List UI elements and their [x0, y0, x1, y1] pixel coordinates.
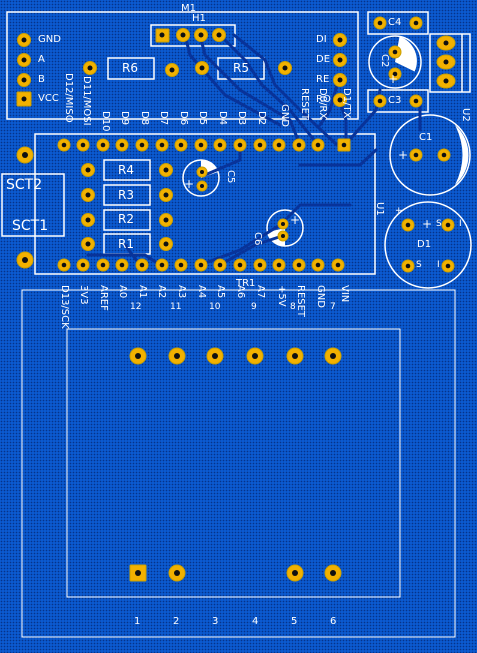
pin-label-reset-bottom: RESET — [295, 285, 306, 318]
d1-label: D1 — [417, 239, 432, 250]
transformer-outer — [21, 289, 456, 638]
pin-label-gnd-bottom: GND — [315, 285, 326, 308]
c3-body — [367, 89, 429, 113]
sct2-label: SCT2 — [6, 177, 43, 193]
pin-label-d12: D12/MISO — [63, 73, 74, 123]
pin-label-vin: VIN — [339, 285, 350, 303]
pin-label-d7: D7 — [158, 111, 169, 126]
pin-number-7: 7 — [330, 302, 336, 312]
c6-plus-mark: + — [290, 213, 301, 227]
transformer-inner — [66, 328, 401, 598]
c5-plus-mark: + — [184, 177, 195, 191]
r6-body — [107, 57, 155, 80]
transformer-pin-4: 4 — [252, 616, 259, 627]
pin-label-a7: A7 — [255, 285, 266, 299]
transformer-label: TR1 — [236, 278, 256, 289]
r3-label: R3 — [118, 188, 134, 202]
pin-label-3v3: 3V3 — [78, 285, 89, 305]
pin-label-a4: A4 — [196, 285, 207, 299]
c2-outline — [368, 35, 422, 89]
transformer-pin-1: 1 — [134, 616, 141, 627]
c1-plus-mark: + — [398, 148, 409, 162]
c6-label: C6 — [252, 232, 263, 246]
pin-label-a3: A3 — [176, 285, 187, 299]
arduino-outline — [34, 133, 376, 275]
rs485-pin-vcc: VCC — [38, 93, 59, 104]
transformer-pin-2: 2 — [173, 616, 180, 627]
r2-body — [103, 209, 151, 231]
d1-s-bottom: S — [416, 260, 422, 270]
d1-s-top: S — [436, 219, 442, 229]
pin-label-d10: D10 — [100, 111, 111, 132]
pin-label-a2: A2 — [156, 285, 167, 299]
d1-plus-outer-mark: + — [395, 206, 403, 216]
c5-label: C5 — [225, 170, 236, 184]
pin-number-10: 10 — [209, 302, 221, 312]
pin-label-d3: D3 — [236, 111, 247, 126]
r1-label: R1 — [118, 237, 134, 251]
pin-label-5v: +5V — [276, 285, 287, 307]
r5-label: R5 — [233, 61, 249, 75]
pin-label-d9: D9 — [119, 111, 130, 126]
module-label: M1 — [181, 3, 196, 14]
rs485-pin-a: A — [38, 54, 45, 65]
c1-label: C1 — [419, 132, 433, 143]
pin-label-d11: D11/MOSI — [81, 76, 92, 126]
u1-label: U1 — [374, 202, 385, 216]
rs485-pin-ro: RO — [316, 94, 331, 105]
pin-label-a5: A5 — [215, 285, 226, 299]
c3-label: C3 — [388, 95, 402, 106]
pin-label-d0: D0/RX — [317, 88, 328, 120]
pin-number-9: 9 — [251, 302, 257, 312]
rs485-pin-di: DI — [316, 34, 327, 45]
pin-label-d2: D2 — [256, 111, 267, 126]
d1-i-bottom: I — [437, 260, 440, 270]
sct1-label: SCT1 — [12, 218, 49, 234]
rs485-pin-b: B — [38, 74, 45, 85]
u2-outline — [429, 33, 471, 93]
pin-label-a6: A6 — [235, 285, 246, 299]
c4-body — [367, 11, 429, 35]
pin-label-d1: D1/TX — [341, 88, 352, 119]
pin-label-d13: D13/SCK — [59, 285, 70, 329]
c1-outline — [389, 114, 471, 196]
module-outline — [6, 11, 359, 120]
d1-outline — [384, 201, 472, 289]
transformer-pin-5: 5 — [291, 616, 298, 627]
pin-label-d4: D4 — [217, 111, 228, 126]
transformer-pin-3: 3 — [212, 616, 219, 627]
rs485-pin-re: RE — [316, 74, 330, 85]
pin-label-a0: A0 — [117, 285, 128, 299]
c2-label: C2 — [379, 54, 390, 68]
pin-label-d6: D6 — [178, 111, 189, 126]
r2-label: R2 — [118, 212, 134, 226]
sct-outline — [1, 173, 65, 237]
header-label: H1 — [192, 13, 206, 24]
pin-label-a1: A1 — [137, 285, 148, 299]
pin-label-d8: D8 — [139, 111, 150, 126]
c4-label: C4 — [388, 17, 402, 28]
transformer-pin-6: 6 — [330, 616, 337, 627]
pin-label-gnd: GND — [279, 104, 290, 127]
pin-number-12: 12 — [130, 302, 142, 312]
pin-number-8: 8 — [290, 302, 296, 312]
pin-label-d5: D5 — [197, 111, 208, 126]
d1-i-right: I — [459, 219, 462, 229]
r4-label: R4 — [118, 163, 134, 177]
pin-number-11: 11 — [170, 302, 182, 312]
rs485-pin-gnd: GND — [38, 34, 61, 45]
u2-label: U2 — [460, 108, 471, 122]
r6-label: R6 — [122, 61, 138, 75]
c2-plus-mark: + — [388, 72, 399, 86]
pin-label-reset: RESET — [299, 88, 310, 121]
pin-label-aref: AREF — [98, 285, 109, 311]
rs485-pin-de: DE — [316, 54, 331, 65]
d1-plus-mark: + — [422, 217, 433, 231]
r3-body — [103, 184, 151, 206]
r4-body — [103, 159, 151, 181]
